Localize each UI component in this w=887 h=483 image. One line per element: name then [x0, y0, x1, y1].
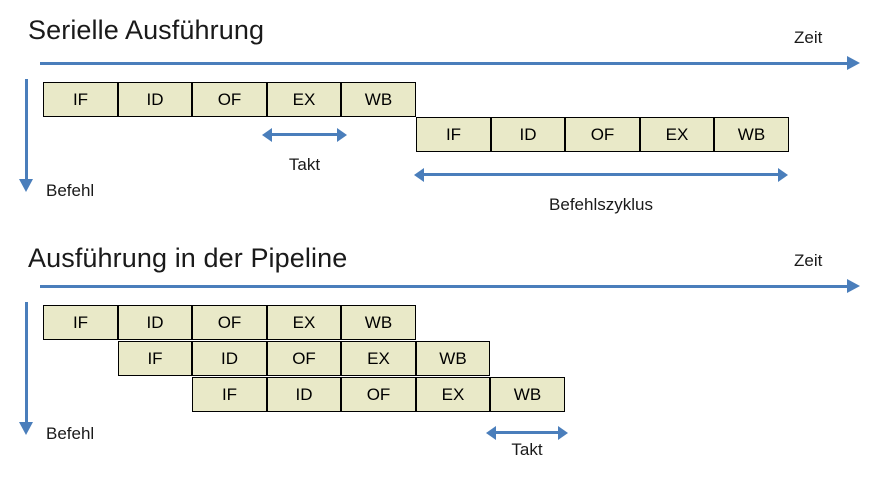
- takt-measure-label-serial: Takt: [288, 155, 321, 174]
- stage-box: IF: [192, 377, 267, 412]
- arrowhead-right-icon: [558, 426, 568, 440]
- takt-measure-arrow-serial: [262, 128, 347, 142]
- arrowhead-right-icon: [778, 168, 788, 182]
- instruction-axis-line-serial: [25, 79, 28, 181]
- stage-box: WB: [341, 82, 416, 117]
- stage-box: OF: [341, 377, 416, 412]
- stage-box: WB: [416, 341, 490, 376]
- stage-box: ID: [192, 341, 267, 376]
- measure-line: [493, 431, 561, 434]
- stage-box: ID: [267, 377, 341, 412]
- instruction-axis-label-pipeline: Befehl: [46, 424, 95, 443]
- time-axis-label-pipeline: Zeit: [794, 251, 823, 270]
- stage-box: ID: [118, 82, 192, 117]
- time-axis-arrowhead-icon-serial: [847, 56, 860, 70]
- measure-line: [269, 133, 340, 136]
- instruction-axis-line-pipeline: [25, 302, 28, 424]
- befehlszyklus-measure-arrow: [414, 168, 788, 182]
- section-title-serial: Serielle Ausführung: [28, 15, 265, 45]
- stage-box: EX: [267, 305, 341, 340]
- stage-box: ID: [118, 305, 192, 340]
- stage-box: ID: [491, 117, 565, 152]
- stage-box: OF: [192, 305, 267, 340]
- arrowhead-left-icon: [262, 128, 272, 142]
- measure-line: [421, 173, 781, 176]
- time-axis-line-serial: [40, 62, 848, 65]
- time-axis-arrowhead-icon-pipeline: [847, 279, 860, 293]
- stage-box: WB: [490, 377, 565, 412]
- stage-box: EX: [416, 377, 490, 412]
- stage-box: IF: [43, 305, 118, 340]
- stage-box: IF: [118, 341, 192, 376]
- stage-box: WB: [714, 117, 789, 152]
- stage-box: OF: [192, 82, 267, 117]
- time-axis-label-serial: Zeit: [794, 28, 823, 47]
- stage-box: OF: [565, 117, 640, 152]
- stage-box: IF: [416, 117, 491, 152]
- takt-measure-label-pipeline: Takt: [511, 440, 543, 459]
- arrowhead-right-icon: [337, 128, 347, 142]
- arrowhead-left-icon: [486, 426, 496, 440]
- takt-measure-arrow-pipeline: [486, 426, 568, 440]
- stage-box: EX: [267, 82, 341, 117]
- arrowhead-left-icon: [414, 168, 424, 182]
- stage-box: EX: [341, 341, 416, 376]
- stage-box: WB: [341, 305, 416, 340]
- instruction-axis-arrowhead-icon-serial: [19, 179, 33, 192]
- time-axis-line-pipeline: [40, 285, 848, 288]
- stage-box: EX: [640, 117, 714, 152]
- instruction-axis-arrowhead-icon-pipeline: [19, 422, 33, 435]
- stage-box: OF: [267, 341, 341, 376]
- stage-box: IF: [43, 82, 118, 117]
- instruction-axis-label-serial: Befehl: [46, 181, 95, 200]
- section-title-pipeline: Ausführung in der Pipeline: [28, 243, 348, 273]
- befehlszyklus-measure-label: Befehlszyklus: [549, 195, 653, 214]
